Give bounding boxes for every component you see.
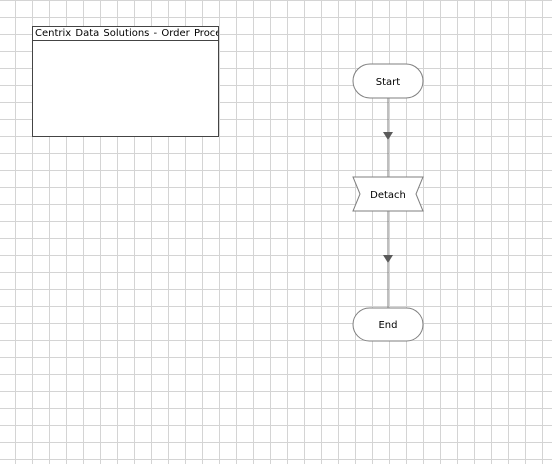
node-detach[interactable]: Detach [352,176,424,212]
diagram-title: Centrix Data Solutions - Order Processin [35,28,218,39]
terminator-shape [352,63,424,99]
node-start-label: Start [376,77,401,88]
connector-start-detach[interactable] [383,98,393,177]
bowtie-shape [352,176,424,212]
title-box[interactable]: Centrix Data Solutions - Order Processin [32,26,219,137]
arrowhead [383,132,393,140]
title-divider [33,40,218,41]
node-start[interactable]: Start [352,63,424,99]
node-end[interactable]: End [352,307,424,342]
node-end-label: End [378,320,397,331]
node-detach-label: Detach [370,190,406,201]
arrowhead [383,255,393,263]
terminator-shape [352,307,424,342]
connector-detach-end[interactable] [383,211,393,308]
